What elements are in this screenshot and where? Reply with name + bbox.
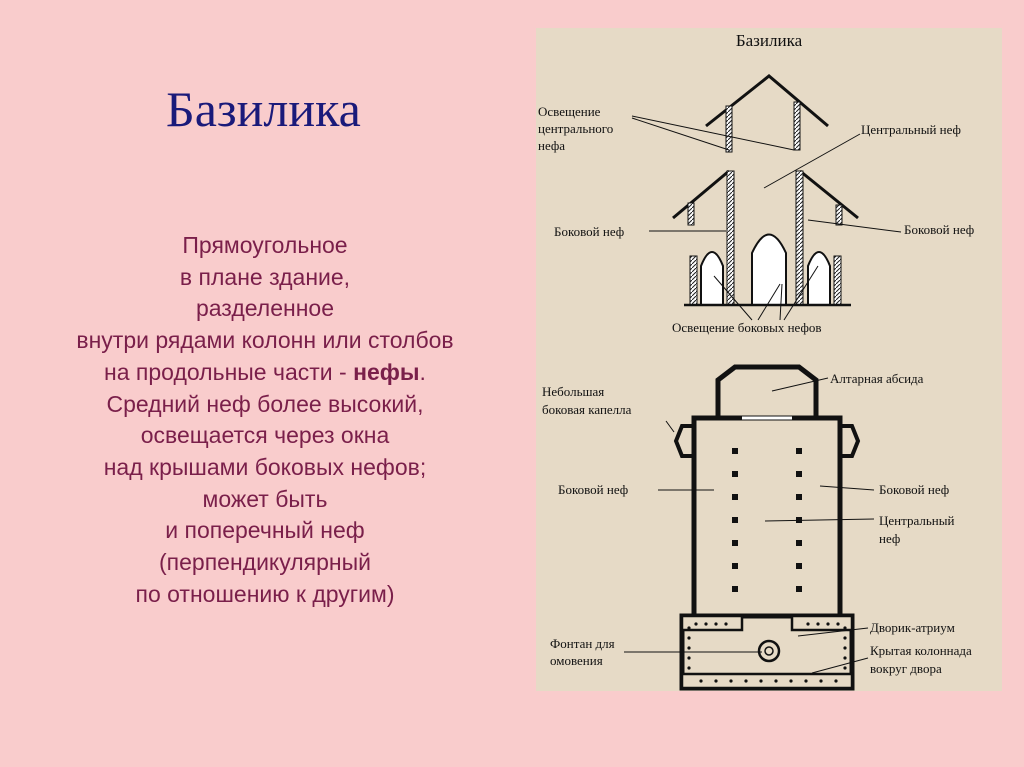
- leader-lines-section: [631, 115, 902, 321]
- slide-title: Базилика: [166, 81, 361, 137]
- basilica-section: [672, 74, 859, 307]
- body-line: и поперечный неф: [165, 517, 365, 544]
- body-line: в плане здание,: [179, 263, 351, 290]
- body-line: внутри рядами колонн или столбов: [76, 327, 454, 354]
- label-side-nave-left-plan: Боковой неф: [558, 482, 628, 497]
- label-chapel-1: Небольшая: [542, 384, 604, 399]
- label-fountain-1: Фонтан для: [550, 636, 615, 651]
- label-side-nave-right-plan: Боковой неф: [879, 482, 949, 497]
- label-central-light-1: Освещение: [538, 104, 601, 119]
- body-line: Средний неф более высокий,: [106, 390, 424, 417]
- body-line: может быть: [202, 485, 328, 512]
- label-side-light: Освещение боковых нефов: [672, 320, 822, 335]
- label-chapel-2: боковая капелла: [542, 402, 632, 417]
- diagram-title: Базилика: [736, 31, 803, 50]
- basilica-diagram: Базилика: [536, 28, 1002, 691]
- plan-columns: [687, 448, 847, 683]
- body-line: над крышами боковых нефов;: [103, 453, 427, 480]
- basilica-diagram-svg: Базилика: [538, 31, 974, 691]
- body-line-with-bold: на продольные части - нефы.: [20, 357, 510, 389]
- body-line: по отношению к другим): [135, 580, 395, 607]
- body-line-prefix: на продольные части -: [104, 358, 354, 385]
- slide-body-text: Прямоугольное в плане здание, разделенно…: [20, 230, 510, 610]
- bold-term: нефы: [353, 358, 420, 385]
- label-central-light-3: нефа: [538, 138, 565, 153]
- bold-suffix: .: [419, 358, 426, 385]
- body-line: (перпендикулярный: [159, 549, 371, 576]
- body-line: разделенное: [195, 295, 334, 322]
- label-apse: Алтарная абсида: [830, 371, 924, 386]
- label-atrium: Дворик-атриум: [870, 620, 955, 635]
- label-central-light-2: центрального: [538, 121, 613, 136]
- label-side-nave-right-top: Боковой неф: [904, 222, 974, 237]
- body-line: освещается через окна: [140, 422, 390, 449]
- label-side-nave-left-top: Боковой неф: [554, 224, 624, 239]
- basilica-plan: [673, 364, 861, 691]
- label-colonnade-1: Крытая колоннада: [870, 643, 972, 658]
- leader-lines-plan: [624, 377, 875, 674]
- label-central-nave-plan-2: неф: [879, 531, 900, 546]
- label-central-nave-plan-1: Центральный: [879, 513, 954, 528]
- body-line: Прямоугольное: [182, 232, 348, 258]
- label-central-nave-top: Центральный неф: [861, 122, 961, 137]
- label-fountain-2: омовения: [550, 653, 603, 668]
- label-colonnade-2: вокруг двора: [870, 661, 942, 676]
